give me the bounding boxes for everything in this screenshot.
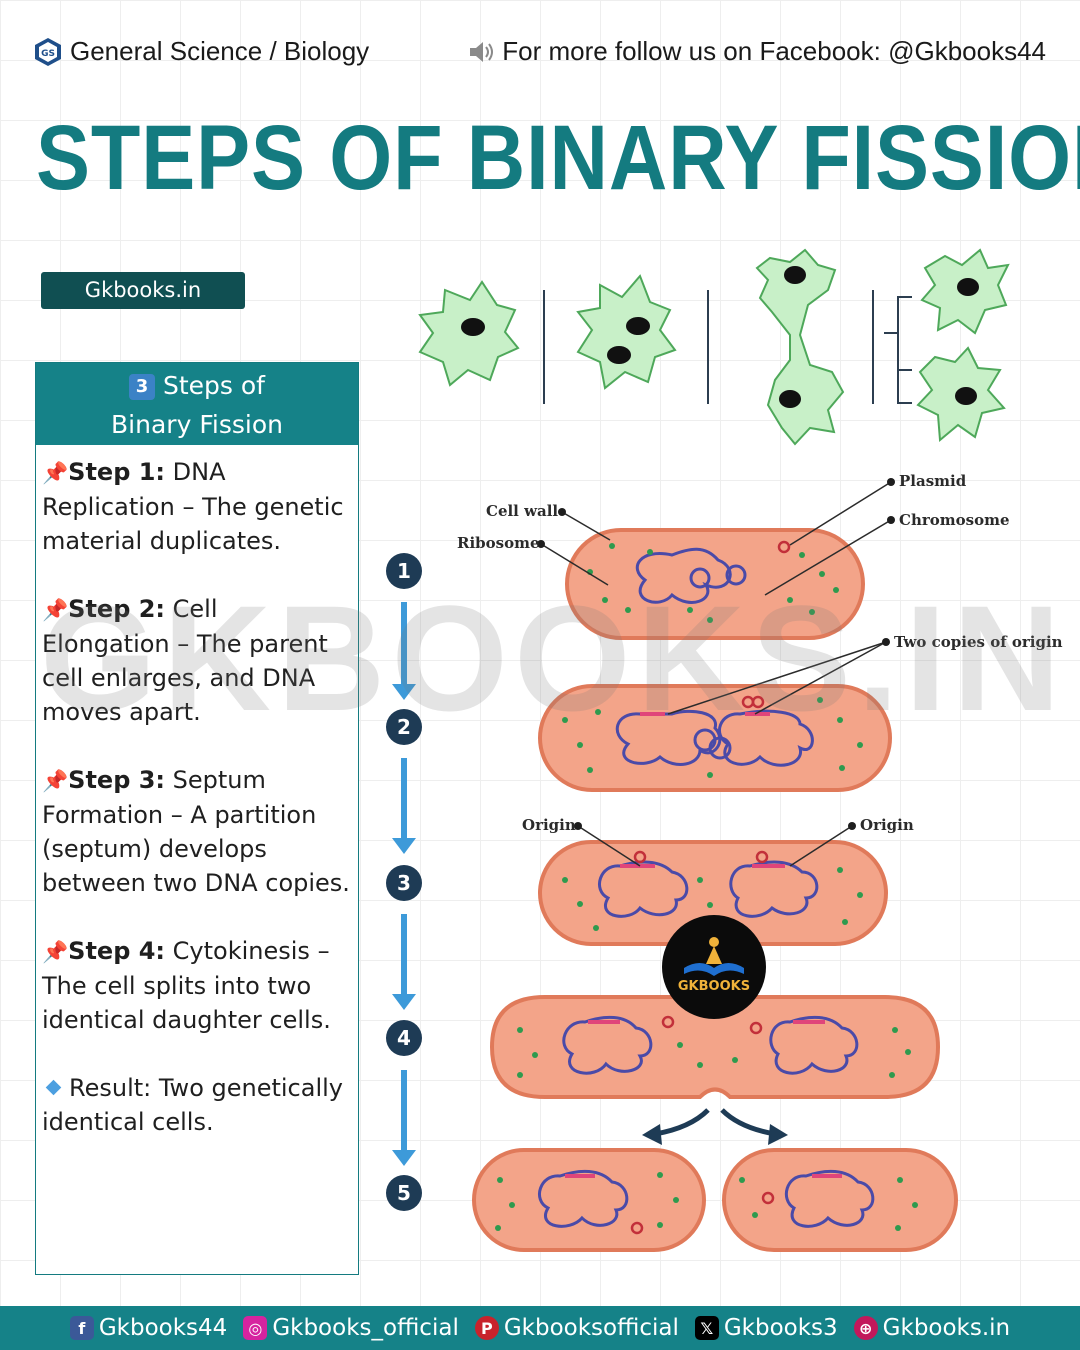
step-number-2: [386, 709, 422, 745]
pinterest-handle: Gkbooksofficial: [503, 1315, 679, 1341]
footer-x[interactable]: 𝕏 Gkbooks3: [694, 1315, 838, 1341]
subject-label: GS General Science / Biology: [34, 36, 369, 67]
footer-facebook[interactable]: f Gkbooks44: [69, 1315, 228, 1341]
label-two-copies-origin: Two copies of origin: [894, 633, 1063, 651]
footer-pinterest[interactable]: P Gkbooksofficial: [474, 1315, 679, 1341]
step-number-text: 2: [397, 715, 411, 739]
step-item: 📌Step 1: DNA Replication – The genetic m…: [42, 455, 352, 558]
amoeba-stage-2: [576, 274, 677, 390]
plasmids: [630, 540, 791, 1235]
steps-panel: 3 Steps of Binary Fission 📌Step 1: DNA R…: [35, 362, 359, 1275]
panel-heading: 3 Steps of Binary Fission: [36, 363, 358, 445]
page-title: STEPS OF BINARY FISSION: [36, 107, 1080, 209]
amoeba-separators: [543, 290, 912, 404]
result-text: Result: Two genetically identical cells.: [42, 1074, 343, 1136]
instagram-handle: Gkbooks_official: [272, 1315, 459, 1341]
step-number-4: [386, 1020, 422, 1056]
label-origin-right: Origin: [860, 816, 914, 834]
step-number-text: 4: [397, 1026, 411, 1050]
top-bar: GS General Science / Biology For more fo…: [34, 30, 1046, 74]
follow-text: For more follow us on Facebook: @Gkbooks…: [502, 36, 1046, 66]
amoeba-stage-3: [755, 248, 845, 446]
step-text: Cytokinesis – The cell splits into two i…: [42, 937, 331, 1034]
cell-step-1: [565, 528, 865, 640]
pushpin-icon: 📌: [42, 461, 69, 485]
panel-heading-line1: Steps of: [162, 371, 265, 400]
gkbooks-logo: GKBOOKS: [662, 915, 766, 1019]
step-number-3: [386, 865, 422, 901]
logo-text: GKBOOKS: [678, 979, 750, 994]
pushpin-icon: 📌: [42, 769, 69, 793]
pinterest-icon: P: [474, 1316, 499, 1340]
amoeba-sequence: [418, 248, 1010, 446]
pushpin-icon: 📌: [42, 940, 69, 964]
step-label: Step 3:: [68, 766, 166, 794]
label-cell-wall: Cell wall: [486, 502, 558, 520]
step-number-text: 3: [397, 871, 411, 895]
step-number-text: 1: [397, 559, 411, 583]
result-item: Result: Two genetically identical cells.: [42, 1071, 352, 1139]
follow-label: For more follow us on Facebook: @Gkbooks…: [468, 36, 1046, 67]
footer-instagram[interactable]: ◎ Gkbooks_official: [243, 1315, 459, 1341]
label-dots: [537, 478, 895, 830]
label-plasmid: Plasmid: [899, 472, 967, 490]
origin-markers: [565, 712, 842, 1178]
x-icon: 𝕏: [694, 1316, 719, 1340]
panel-heading-line2: Binary Fission: [111, 410, 283, 439]
step-number-5: [386, 1175, 422, 1211]
subject-text: General Science / Biology: [70, 36, 370, 66]
daughter-cell-right: [722, 1148, 958, 1252]
step-number-1: [386, 553, 422, 589]
step-label: Step 1:: [68, 458, 166, 486]
pushpin-icon: 📌: [42, 598, 69, 622]
split-arrowheads: [642, 1124, 788, 1145]
amoeba-nuclei: [461, 266, 979, 408]
step-item: 📌Step 4: Cytokinesis – The cell splits i…: [42, 934, 352, 1037]
watermark: GKBOOKS.IN: [40, 574, 1067, 742]
website-link: Gkbooks.in: [882, 1315, 1011, 1341]
step-item: 📌Step 3: Septum Formation – A partition …: [42, 763, 352, 900]
footer-web[interactable]: ⊕ Gkbooks.in: [853, 1315, 1011, 1341]
facebook-icon: f: [69, 1316, 94, 1340]
step-text: Septum Formation – A partition (septum) …: [42, 766, 350, 897]
step-label: Step 4:: [68, 937, 166, 965]
split-arrows: [654, 1108, 776, 1137]
label-ribosome: Ribosome: [457, 534, 540, 552]
chromosome-dna: [538, 547, 875, 1228]
ribosomes: [495, 543, 918, 1231]
step-text: Cell Elongation – The parent cell enlarg…: [42, 595, 328, 726]
step-number-text: 5: [397, 1181, 411, 1205]
brand-pill[interactable]: Gkbooks.in: [41, 272, 245, 309]
speaker-icon: [470, 41, 494, 62]
instagram-icon: ◎: [243, 1316, 268, 1340]
x-handle: Gkbooks3: [723, 1315, 838, 1341]
steps-list: 📌Step 1: DNA Replication – The genetic m…: [36, 445, 358, 1139]
label-leaders: [540, 481, 892, 867]
label-origin-left: Origin: [522, 816, 576, 834]
footer-social-bar: f Gkbooks44 ◎ Gkbooks_official P Gkbooks…: [0, 1306, 1080, 1350]
step-item: 📌Step 2: Cell Elongation – The parent ce…: [42, 592, 352, 729]
facebook-handle: Gkbooks44: [98, 1315, 228, 1341]
step-text: DNA Replication – The genetic material d…: [42, 458, 344, 555]
globe-icon: ⊕: [853, 1316, 878, 1340]
label-chromosome: Chromosome: [899, 511, 1010, 529]
step-timeline: 1 2 3 4 5: [386, 553, 422, 1211]
step-label: Step 2:: [68, 595, 166, 623]
daughter-cell-left: [472, 1148, 706, 1252]
gs-badge-icon: GS: [35, 37, 61, 66]
svg-text:GS: GS: [41, 49, 55, 59]
keycap-number-icon: 3: [129, 374, 156, 400]
